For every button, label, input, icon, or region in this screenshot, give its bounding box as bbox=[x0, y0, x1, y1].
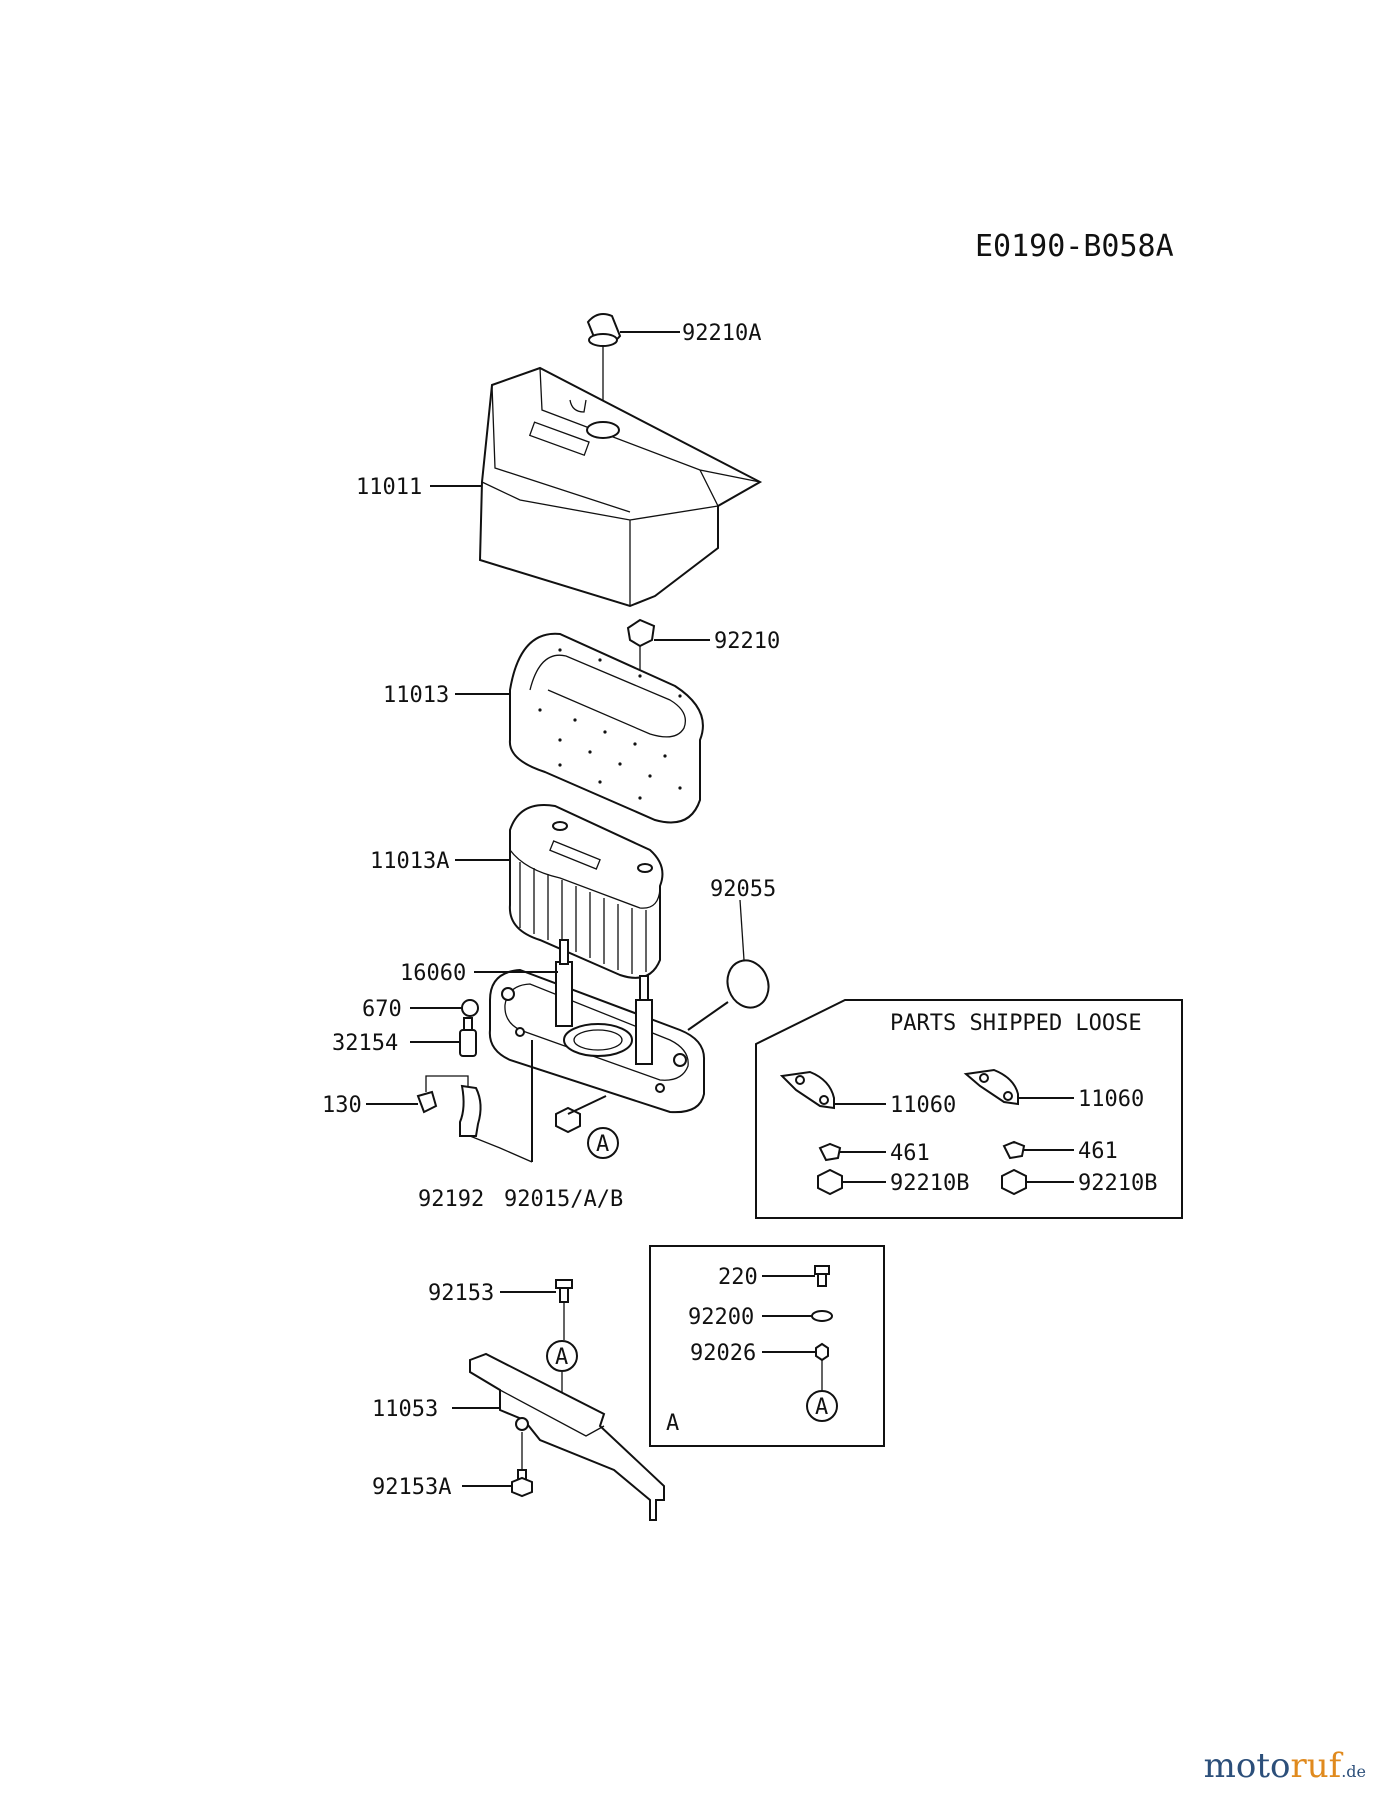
foam-dots bbox=[538, 648, 682, 800]
label-92210b-left: 92210B bbox=[890, 1171, 969, 1196]
fitting-32154 bbox=[459, 1017, 477, 1057]
label-92026: 92026 bbox=[690, 1341, 756, 1366]
label-11053: 11053 bbox=[372, 1397, 438, 1422]
nut-92026 bbox=[815, 1342, 829, 1362]
label-92192: 92192 bbox=[418, 1187, 484, 1212]
nut-92015 bbox=[555, 1106, 581, 1134]
label-220: 220 bbox=[718, 1265, 758, 1290]
label-92015: 92015/A/B bbox=[504, 1187, 623, 1212]
washer-461-right bbox=[1002, 1140, 1026, 1160]
bolt-92153 bbox=[555, 1279, 573, 1340]
watermark-suffix: .de bbox=[1341, 1762, 1366, 1781]
washer-461-left bbox=[818, 1142, 842, 1162]
washer-670 bbox=[461, 999, 479, 1017]
base-plate-16060 bbox=[488, 939, 706, 1114]
air-cleaner-cover-11011 bbox=[478, 366, 763, 608]
ref-marker-a-1-text: A bbox=[596, 1132, 609, 1157]
hose-92192 bbox=[459, 1084, 482, 1137]
label-11060-right: 11060 bbox=[1078, 1087, 1144, 1112]
ref-marker-a-1 bbox=[587, 1127, 619, 1159]
bracket-11053 bbox=[469, 1352, 665, 1521]
bolt-92153A bbox=[511, 1432, 533, 1498]
label-670: 670 bbox=[362, 997, 402, 1022]
label-32154: 32154 bbox=[332, 1031, 398, 1056]
leader-92055-base bbox=[687, 1001, 729, 1031]
watermark-logo: motoruf.de bbox=[1204, 1746, 1366, 1786]
label-92055: 92055 bbox=[710, 877, 776, 902]
watermark-main: moto bbox=[1203, 1746, 1291, 1786]
washer-92200 bbox=[811, 1310, 833, 1322]
bolt-220 bbox=[814, 1265, 830, 1287]
nut-92210b-left bbox=[817, 1168, 843, 1196]
ref-marker-a-2 bbox=[546, 1340, 578, 1372]
o-ring-92055 bbox=[726, 899, 770, 1009]
label-11011: 11011 bbox=[356, 475, 422, 500]
ref-marker-a-3 bbox=[806, 1390, 838, 1422]
label-461-left: 461 bbox=[890, 1141, 930, 1166]
label-11013A: 11013A bbox=[370, 849, 449, 874]
label-92210A: 92210A bbox=[682, 321, 761, 346]
label-11060-left: 11060 bbox=[890, 1093, 956, 1118]
parts-shipped-loose-box: PARTS SHIPPED LOOSE 11060 11060 461 461 … bbox=[755, 999, 1183, 1219]
pre-cleaner-11013 bbox=[508, 632, 704, 824]
pleats bbox=[519, 862, 647, 974]
label-92153A: 92153A bbox=[372, 1475, 451, 1500]
label-92210b-right: 92210B bbox=[1078, 1171, 1157, 1196]
ref-marker-a-3-text: A bbox=[815, 1395, 828, 1420]
label-16060: 16060 bbox=[400, 961, 466, 986]
label-461-right: 461 bbox=[1078, 1139, 1118, 1164]
loose-box-title: PARTS SHIPPED LOOSE bbox=[890, 1011, 1142, 1036]
ref-marker-a-2-text: A bbox=[555, 1345, 568, 1370]
clamp-130 bbox=[416, 1075, 469, 1114]
paper-element-11013A bbox=[508, 804, 664, 979]
leader-92015 bbox=[567, 1095, 607, 1115]
nut-92210b-right bbox=[1001, 1168, 1027, 1196]
watermark-accent: ruf bbox=[1290, 1746, 1342, 1786]
label-92200: 92200 bbox=[688, 1305, 754, 1330]
leader-92192 bbox=[469, 1135, 533, 1163]
label-92153: 92153 bbox=[428, 1281, 494, 1306]
detail-box-a: A 220 92200 92026 A bbox=[649, 1245, 885, 1447]
label-130: 130 bbox=[322, 1093, 362, 1118]
diagram-code: E0190-B058A bbox=[975, 229, 1174, 264]
label-11013: 11013 bbox=[383, 683, 449, 708]
detail-box-a-label: A bbox=[666, 1411, 679, 1436]
label-92210: 92210 bbox=[714, 629, 780, 654]
knob-92210A bbox=[586, 313, 622, 430]
